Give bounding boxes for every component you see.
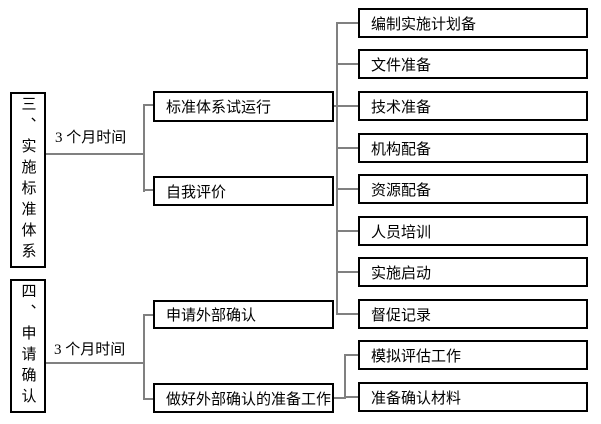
- phase-box-self-evaluation: 自我评价: [153, 176, 334, 206]
- connector-task-branch: [338, 22, 358, 24]
- connector-task-branch: [338, 105, 358, 107]
- stage3-title-box: 三、实施标准体系: [10, 92, 46, 268]
- connector-stage4-branch-2: [145, 398, 153, 400]
- task-box: 文件准备: [358, 49, 588, 79]
- connector-stage3-branch-2: [145, 189, 153, 191]
- connector-stage4-bracket: [143, 314, 145, 400]
- task-box: 实施启动: [358, 257, 588, 287]
- connector-stage4-tasks-bracket: [344, 354, 346, 398]
- connector-prepare-to-tasks: [334, 397, 346, 399]
- task-box: 准备确认材料: [358, 382, 588, 412]
- connector-task-branch: [346, 354, 358, 356]
- stage3-duration-label: 3 个月时间: [55, 130, 127, 146]
- task-box: 编制实施计划备: [358, 8, 588, 38]
- connector-stage4-main: [46, 362, 144, 364]
- phase-box-prepare-external-confirmation: 做好外部确认的准备工作: [153, 383, 334, 413]
- connector-task-branch: [338, 147, 358, 149]
- connector-tasks-bracket: [336, 22, 338, 315]
- phase-box-trial-run: 标准体系试运行: [153, 91, 334, 122]
- connector-task-branch: [338, 313, 358, 315]
- task-box: 资源配备: [358, 174, 588, 204]
- task-box: 技术准备: [358, 91, 588, 121]
- task-box: 机构配备: [358, 133, 588, 163]
- task-box: 人员培训: [358, 216, 588, 246]
- connector-stage3-main: [46, 153, 144, 155]
- connector-task-branch: [338, 230, 358, 232]
- connector-stage3-branch-1: [145, 104, 153, 106]
- connector-task-branch: [346, 396, 358, 398]
- connector-task-branch: [338, 188, 358, 190]
- connector-stage3-bracket: [143, 104, 145, 192]
- phase-box-apply-external-confirmation: 申请外部确认: [153, 300, 334, 329]
- connector-stage4-branch-1: [145, 314, 153, 316]
- connector-task-branch: [338, 63, 358, 65]
- stage4-title-box: 四、申请确认: [10, 279, 46, 413]
- task-box: 督促记录: [358, 299, 588, 329]
- task-box: 模拟评估工作: [358, 340, 588, 370]
- connector-task-branch: [338, 271, 358, 273]
- stage4-duration-label: 3 个月时间: [54, 342, 126, 358]
